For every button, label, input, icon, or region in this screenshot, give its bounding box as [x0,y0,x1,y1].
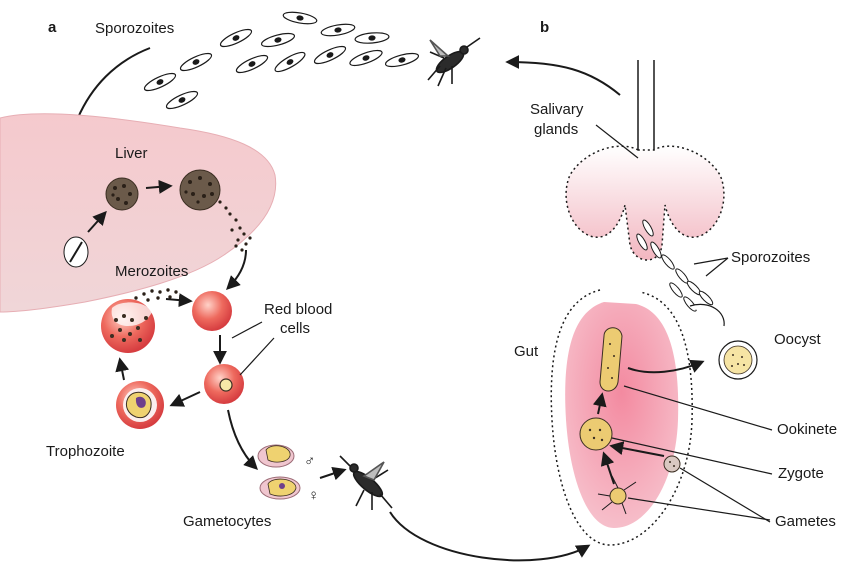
liver-label: Liver [115,145,148,162]
oocyst-cell [719,341,757,379]
arrow-rbc-to-gametocytes [228,410,256,468]
leader-red-blood-cells [232,322,262,338]
sporozoites-label-b: Sporozoites [731,249,810,266]
mosquito-icon-bottom [340,456,392,510]
panel-b-label: b [540,19,549,36]
arrow-trophozoite-to-burst [120,360,124,380]
rbc-bursting [101,299,155,353]
arrow-ring-to-trophozoite [172,392,200,405]
gut-label: Gut [514,343,539,360]
sporozoites-label-a: Sporozoites [95,20,174,37]
arrow-mosquito-to-gut [390,512,588,560]
gut-shape [551,290,692,545]
leader-gametes-2 [680,468,770,522]
red-blood-cells-label-1: Red blood [264,301,332,318]
salivary-glands-label-2: glands [534,121,578,138]
leader-sporozoites-b [694,258,728,276]
gametocyte-female [260,477,300,499]
arrow-merozoites-to-rbc [228,250,246,288]
male-symbol: ♂ [304,453,315,470]
mosquito-icon-top [428,38,480,86]
gamete-female [664,456,680,472]
trophozoite-cell [116,381,164,429]
leader-red-blood-cells-2 [240,338,274,375]
red-blood-cell-ring [204,364,244,404]
arrow-merozoites-to-rbc-2 [166,299,190,301]
oocyst-on-wall [690,304,724,326]
gametes-label: Gametes [775,513,836,530]
merozoites-label: Merozoites [115,263,188,280]
arrow-glands-to-mosquito [508,62,620,95]
panel-a-label: a [48,19,57,36]
gametocytes-label: Gametocytes [183,513,271,530]
hepatocyte-infected [64,237,88,267]
sporozoites-cluster [142,10,419,112]
trophozoite-label: Trophozoite [46,443,125,460]
female-symbol: ♀ [308,487,319,504]
liver-schizont-large [180,170,220,210]
arrow-gametocytes-to-mosquito [320,470,344,478]
oocyst-label: Oocyst [774,331,822,348]
liver-schizont-small [106,178,138,210]
red-blood-cells-label-2: cells [280,320,310,337]
zygote-label: Zygote [778,465,824,482]
salivary-glands [566,60,724,260]
ookinete-label: Ookinete [777,421,837,438]
zygote-cell [580,418,612,450]
red-blood-cell-upper [192,291,232,331]
salivary-glands-label-1: Salivary [530,101,584,118]
gametocyte-male [258,445,294,467]
